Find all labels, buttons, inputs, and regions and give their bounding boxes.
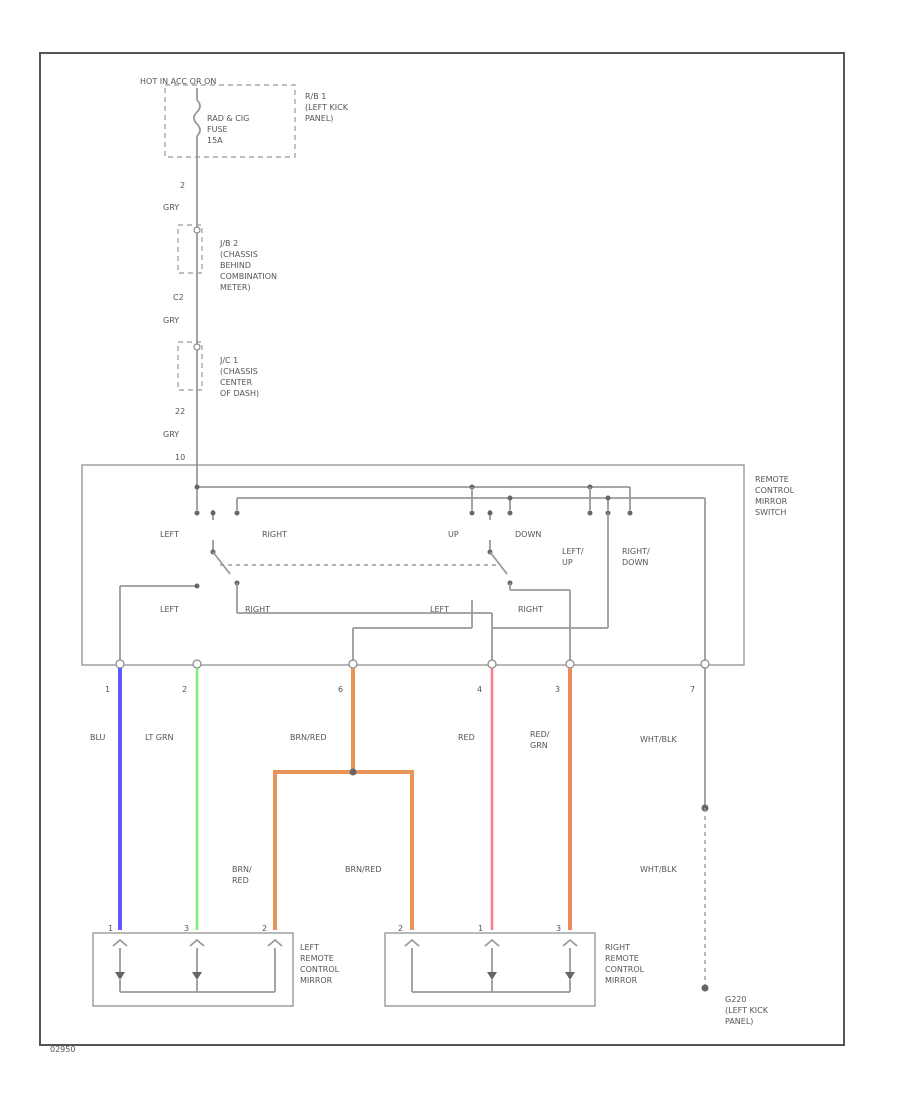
- right-mirror-box: [384, 932, 596, 1007]
- switch-internal-wiring: [119, 484, 706, 660]
- switch-down: DOWN: [515, 530, 541, 539]
- left-mirror-pin-2: 2: [262, 924, 267, 933]
- wire-brn-red: [273, 668, 414, 930]
- wire-color-gry-1: GRY: [163, 203, 179, 212]
- jc1-box: [177, 341, 203, 391]
- switch-pin-4: 4: [477, 685, 482, 694]
- switch-left-top: LEFT: [160, 530, 179, 539]
- diagram-code: 02950: [50, 1045, 75, 1054]
- wire-label-brn-red-right: BRN/RED: [345, 865, 382, 874]
- switch-pin-1: 1: [105, 685, 110, 694]
- jb2-connector: [193, 226, 201, 234]
- switch-left-mid: LEFT: [430, 605, 449, 614]
- switch-pin-3: 3: [555, 685, 560, 694]
- wire-color-gry-2: GRY: [163, 316, 179, 325]
- jc1-connector: [193, 343, 201, 351]
- left-mirror-motors: [112, 938, 283, 993]
- left-mirror-box: [92, 932, 294, 1007]
- switch-pin-6: 6: [338, 685, 343, 694]
- switch-pin-7: 7: [690, 685, 695, 694]
- left-mirror-pin-3: 3: [184, 924, 189, 933]
- ground-point: [701, 984, 709, 992]
- right-mirror-motors: [404, 938, 578, 993]
- pin-label-2: 2: [180, 181, 185, 190]
- switch-pins: [115, 659, 710, 669]
- wire-label-brn-red: BRN/RED: [290, 733, 327, 742]
- jb2-box: [177, 224, 203, 274]
- switch-pin-2: 2: [182, 685, 187, 694]
- switch-up: UP: [448, 530, 459, 539]
- switch-right-bottom: RIGHT: [245, 605, 270, 614]
- pin-label-10: 10: [175, 453, 185, 462]
- mirror-switch-box: [81, 464, 745, 666]
- switch-right-mid: RIGHT: [518, 605, 543, 614]
- fuse-box: [164, 84, 296, 158]
- wire-color-gry-3: GRY: [163, 430, 179, 439]
- fuse-symbol: [193, 88, 201, 175]
- switch-left-up: LEFT/UP: [562, 547, 584, 567]
- wire-label-red-grn: RED/GRN: [530, 730, 550, 750]
- hot-in-label: HOT IN ACC OR ON: [140, 77, 216, 86]
- switch-left-bottom: LEFT: [160, 605, 179, 614]
- right-mirror-pin-1: 1: [478, 924, 483, 933]
- right-mirror-pin-3: 3: [556, 924, 561, 933]
- pin-label-22: 22: [175, 407, 185, 416]
- right-mirror-pin-2: 2: [398, 924, 403, 933]
- splice-brn-red: [349, 768, 357, 776]
- wire-label-wht-blk-2: WHT/BLK: [640, 865, 677, 874]
- wire-label-blu: BLU: [90, 733, 106, 742]
- wire-label-red: RED: [458, 733, 475, 742]
- wire-label-wht-blk: WHT/BLK: [640, 735, 677, 744]
- pin-label-c2: C2: [173, 293, 184, 302]
- switch-right-top: RIGHT: [262, 530, 287, 539]
- left-mirror-pin-1: 1: [108, 924, 113, 933]
- wire-label-lt-grn: LT GRN: [145, 733, 174, 742]
- diagram-frame: [39, 52, 845, 1046]
- switch-right-down: RIGHT/DOWN: [622, 547, 650, 567]
- wire-label-brn-red-left: BRN/RED: [232, 865, 252, 885]
